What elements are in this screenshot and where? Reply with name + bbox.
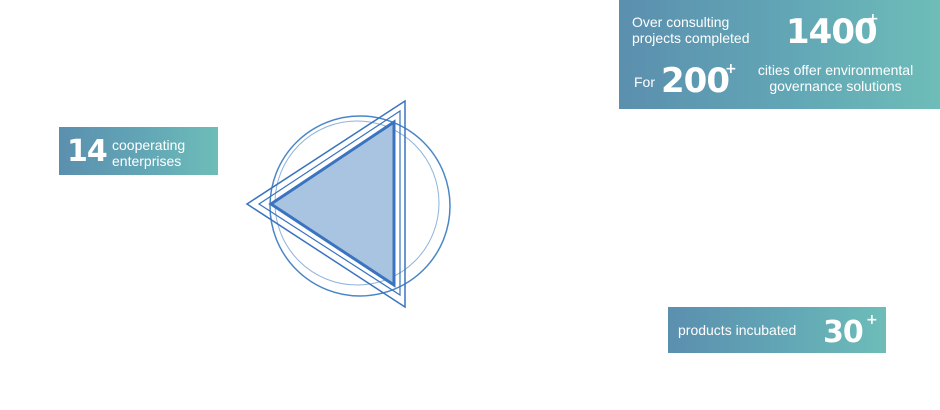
enterprises-label: cooperating enterprises — [112, 137, 185, 169]
consulting-count: 1400 — [786, 12, 878, 52]
stat-card-consulting-cities: Over consulting projects completed 1400 … — [619, 0, 940, 109]
enterprises-label-line1: cooperating — [112, 137, 186, 153]
consulting-label-line2: projects completed — [632, 30, 750, 46]
consulting-label: Over consulting projects completed — [632, 14, 750, 46]
enterprises-label-line2: enterprises — [112, 153, 182, 169]
products-plus: + — [866, 312, 878, 328]
outer-circle — [269, 115, 451, 297]
cities-count: 200 — [661, 61, 730, 101]
products-count: 30 — [823, 315, 864, 350]
enterprises-count: 14 — [67, 134, 108, 169]
cities-prefix: For — [634, 74, 655, 90]
middle-triangle — [257, 109, 401, 297]
cities-plus: + — [725, 61, 737, 77]
stat-card-enterprises: 14 cooperating enterprises — [59, 127, 218, 175]
triangle-circle-graphic — [245, 99, 451, 309]
cities-label-line2: governance solutions — [769, 78, 902, 94]
cities-label-line1: cities offer environmental — [757, 62, 914, 78]
outer-triangle — [245, 99, 406, 309]
cities-label: cities offer environmental governance so… — [739, 62, 932, 94]
stat-card-products: products incubated 30 + — [668, 307, 886, 353]
filled-triangle — [268, 119, 396, 288]
products-label: products incubated — [678, 322, 797, 338]
consulting-label-line1: Over consulting — [632, 14, 730, 30]
consulting-plus: + — [867, 11, 879, 27]
